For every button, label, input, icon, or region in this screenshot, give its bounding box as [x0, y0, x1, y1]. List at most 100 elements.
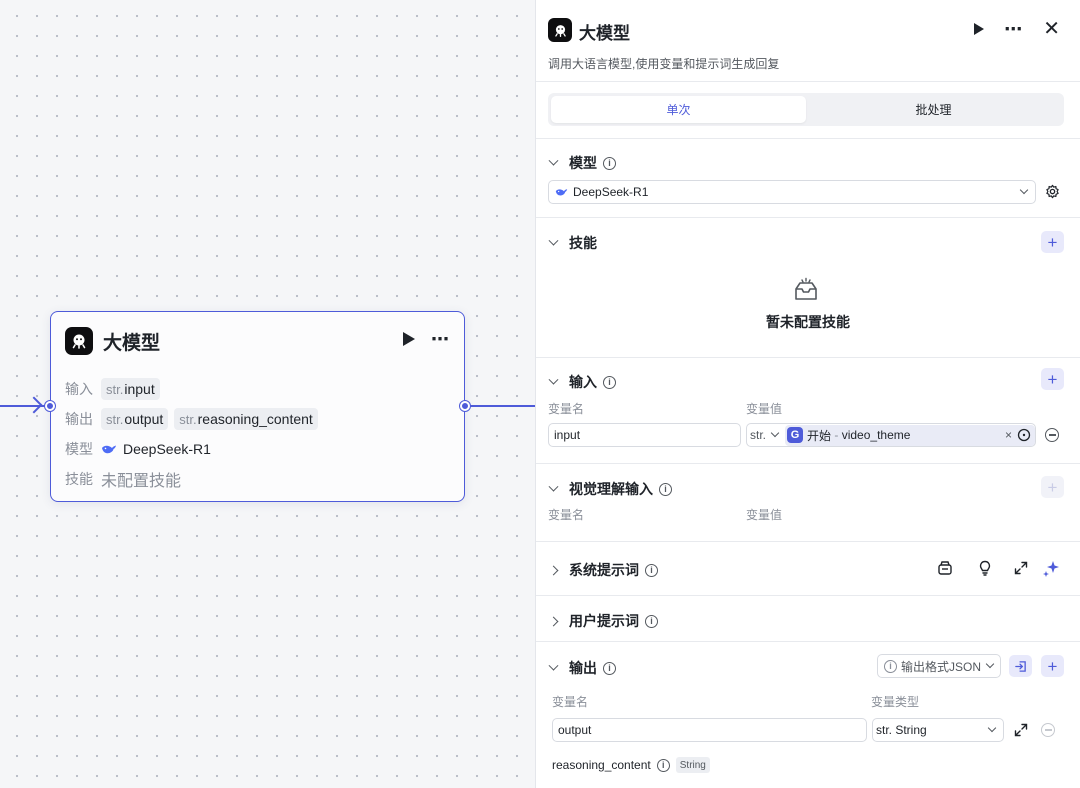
model-select-value: DeepSeek-R1 [573, 185, 649, 199]
output-col-type: 变量类型 [871, 695, 920, 709]
expand-icon[interactable] [1012, 559, 1030, 577]
node-output-tag-2: str.reasoning_content [174, 408, 318, 430]
node-input-tag: str.input [101, 378, 160, 400]
reasoning-output-row: reasoning_content i String [552, 757, 710, 773]
node-output-port[interactable] [460, 401, 470, 411]
output-type-select[interactable]: str. String [872, 718, 1004, 742]
prompt-library-icon[interactable] [936, 559, 954, 577]
vision-col-value: 变量值 [746, 508, 783, 522]
node-more-icon[interactable]: ⋯ [431, 329, 450, 349]
run-node-play-icon[interactable] [403, 332, 415, 346]
node-output-label: 输出 [65, 411, 93, 427]
chevron-right-icon [548, 616, 559, 626]
chevron-down-icon [548, 235, 559, 246]
node-skill-value: 未配置技能 [101, 473, 182, 490]
panel-description: 调用大语言模型,使用变量和提示词生成回复 [548, 57, 780, 71]
panel-header: 大模型 调用大语言模型,使用变量和提示词生成回复 ⋯ ✕ [536, 0, 1080, 82]
close-icon[interactable]: ✕ [1043, 18, 1060, 40]
node-input-row: 输入 str.input [65, 374, 324, 404]
info-icon: i [884, 659, 897, 673]
variable-reference-pill[interactable]: G 开始 - video_theme × [785, 424, 1035, 446]
output-col-name: 变量名 [552, 695, 589, 709]
reasoning-var-name: reasoning_content [552, 758, 651, 772]
skill-empty-text: 暂未配置技能 [766, 314, 850, 330]
incoming-edge[interactable] [0, 405, 48, 407]
chevron-down-icon [987, 723, 997, 733]
info-icon: i [656, 758, 670, 772]
node-input-port[interactable] [45, 401, 55, 411]
remove-input-icon[interactable] [1045, 428, 1059, 442]
input-var-value-field[interactable]: str. G 开始 - video_theme × [746, 423, 1036, 447]
clear-reference-icon[interactable]: × [1004, 428, 1012, 442]
panel-title: 大模型 [579, 24, 630, 43]
output-format-select[interactable]: i 输出格式JSON [877, 654, 1001, 678]
skill-section-title[interactable]: 技能 [548, 233, 597, 253]
node-model-row: 模型 DeepSeek-R1 [65, 434, 324, 464]
output-var-name-field[interactable]: output [552, 718, 867, 742]
chevron-down-icon [548, 660, 559, 671]
panel-llm-logo-icon [548, 18, 572, 42]
start-node-icon: G [787, 427, 804, 443]
chevron-down-icon [985, 659, 995, 669]
info-icon: i [645, 614, 658, 628]
add-input-button[interactable]: + [1041, 368, 1064, 390]
expand-icon[interactable] [1012, 721, 1030, 739]
info-icon: i [603, 375, 616, 389]
add-output-button[interactable]: + [1041, 655, 1064, 677]
tab-single[interactable]: 单次 [551, 96, 806, 123]
add-skill-button[interactable]: + [1041, 231, 1064, 253]
deepseek-whale-icon [102, 445, 116, 454]
tab-batch[interactable]: 批处理 [915, 103, 952, 117]
import-icon [1015, 660, 1026, 672]
workflow-canvas[interactable]: 大模型 ⋯ 输入 str.input 输出 str.output str.rea… [0, 0, 535, 788]
input-type-select[interactable]: str. [750, 428, 780, 442]
chevron-down-icon [548, 481, 559, 492]
chevron-down-icon [548, 374, 559, 385]
empty-box-icon [795, 277, 817, 300]
reasoning-type-badge: String [675, 757, 710, 773]
edge-arrow [25, 396, 43, 414]
chevron-right-icon [548, 565, 559, 575]
info-icon: i [603, 661, 616, 675]
ai-sparkle-icon[interactable] [1043, 559, 1061, 577]
input-col-name: 变量名 [548, 402, 585, 416]
node-input-label: 输入 [65, 381, 93, 397]
input-col-value: 变量值 [746, 402, 783, 416]
gear-icon[interactable] [1045, 184, 1060, 199]
info-icon: i [659, 482, 672, 496]
panel-more-icon[interactable]: ⋯ [1004, 19, 1024, 39]
node-output-row: 输出 str.output str.reasoning_content [65, 404, 324, 434]
model-select[interactable]: DeepSeek-R1 [548, 180, 1036, 204]
node-model-value: DeepSeek-R1 [123, 441, 211, 457]
node-model-label: 模型 [65, 441, 93, 457]
input-var-name-field[interactable]: input [548, 423, 741, 447]
outgoing-edge[interactable] [468, 405, 535, 407]
info-icon: i [603, 156, 616, 170]
remove-output-icon[interactable] [1041, 723, 1055, 737]
vision-col-name: 变量名 [548, 508, 585, 522]
lightbulb-icon[interactable] [976, 559, 994, 577]
chevron-down-icon [1019, 185, 1029, 195]
run-mode-tabs: 单次 批处理 [548, 93, 1064, 126]
deepseek-whale-icon [555, 189, 568, 196]
node-header: 大模型 [65, 327, 160, 355]
add-vision-input-button[interactable]: + [1041, 476, 1064, 498]
panel-run-play-icon[interactable] [974, 23, 985, 35]
chevron-down-icon [548, 155, 559, 166]
variable-picker-icon[interactable] [1017, 428, 1031, 442]
llm-node[interactable]: 大模型 ⋯ 输入 str.input 输出 str.output str.rea… [50, 311, 465, 502]
llm-logo-icon [65, 327, 93, 355]
node-title: 大模型 [103, 332, 161, 354]
info-icon: i [645, 563, 658, 577]
chevron-down-icon [770, 428, 780, 438]
node-skill-label: 技能 [65, 471, 93, 487]
node-skill-row: 技能 未配置技能 [65, 464, 324, 494]
import-output-button[interactable] [1009, 655, 1032, 677]
